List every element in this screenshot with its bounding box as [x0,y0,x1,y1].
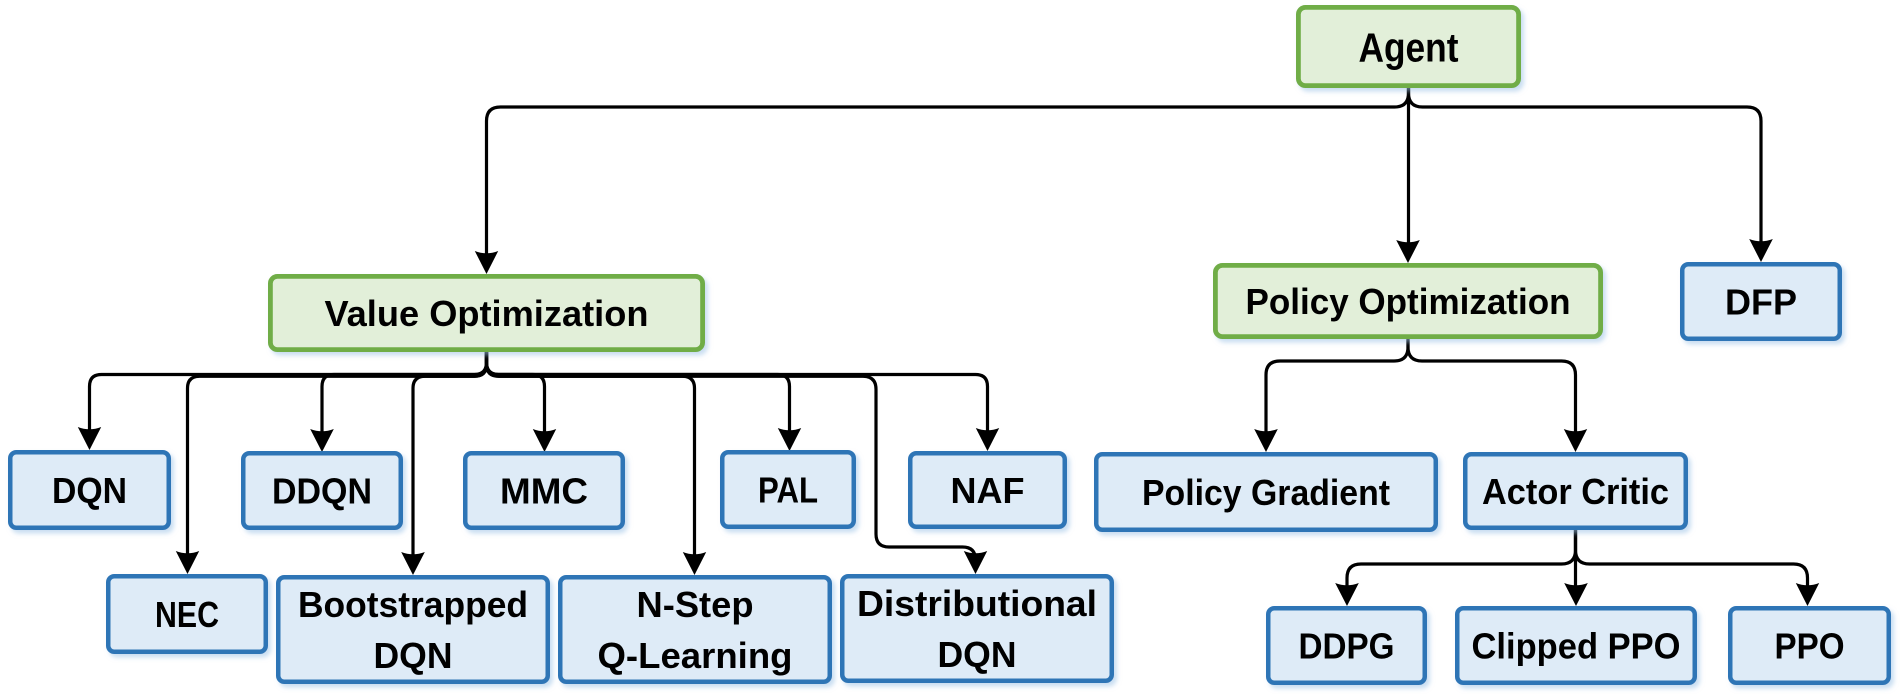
svg-text:Agent: Agent [1359,24,1459,70]
svg-text:DDQN: DDQN [272,471,372,512]
svg-text:NAF: NAF [951,470,1025,511]
svg-text:MMC: MMC [500,471,588,512]
svg-text:Bootstrapped: Bootstrapped [298,584,528,625]
svg-text:DFP: DFP [1725,282,1797,323]
svg-text:DQN: DQN [938,634,1017,675]
svg-text:Q-Learning: Q-Learning [598,635,793,676]
svg-text:N-Step: N-Step [637,584,754,625]
svg-text:Distributional: Distributional [857,583,1097,624]
svg-text:PAL: PAL [758,470,818,511]
svg-text:Policy Optimization: Policy Optimization [1246,281,1571,322]
svg-text:Actor Critic: Actor Critic [1482,471,1669,512]
svg-text:Value Optimization: Value Optimization [325,293,649,334]
svg-text:NEC: NEC [155,594,219,635]
svg-text:DQN: DQN [52,470,127,511]
svg-text:Clipped PPO: Clipped PPO [1472,626,1681,667]
svg-text:DDPG: DDPG [1299,626,1395,667]
svg-text:PPO: PPO [1775,626,1845,667]
svg-text:DQN: DQN [374,635,453,676]
svg-text:Policy Gradient: Policy Gradient [1142,472,1390,513]
